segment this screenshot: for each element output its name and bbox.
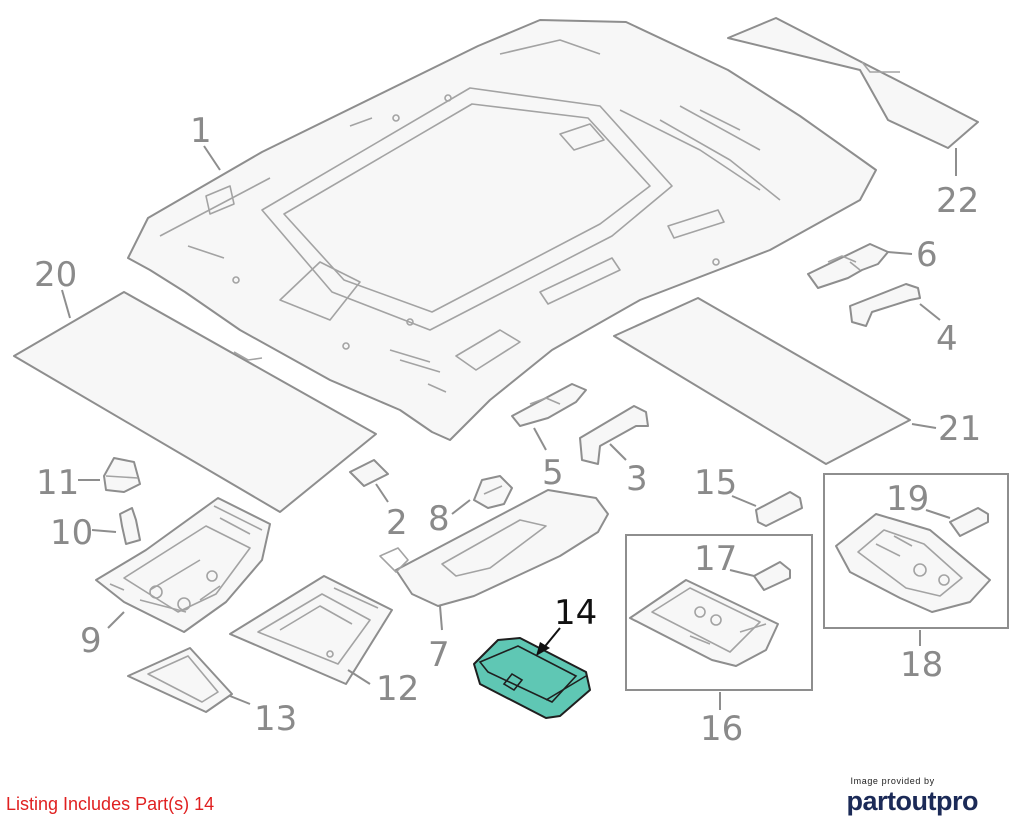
arrowhead-14 xyxy=(536,642,550,656)
callout-17: 17 xyxy=(694,539,737,579)
callout-20: 20 xyxy=(34,255,77,295)
part-7-sun-visor xyxy=(379,489,609,607)
callout-9: 9 xyxy=(80,621,102,661)
listing-includes-text: Listing Includes Part(s) 14 xyxy=(6,794,215,814)
callout-22: 22 xyxy=(936,181,979,221)
part-18-lamp-housing xyxy=(835,513,991,613)
part-5-bracket xyxy=(511,383,587,427)
callout-4: 4 xyxy=(936,319,958,359)
part-20-panel xyxy=(13,291,377,513)
part-21-panel xyxy=(613,297,911,465)
part-2-clip xyxy=(349,459,389,487)
part-1-headliner xyxy=(127,19,877,441)
callout-19: 19 xyxy=(886,479,929,519)
part-4-grab-handle xyxy=(849,283,921,327)
part-8-clip xyxy=(473,475,513,509)
callout-1: 1 xyxy=(190,111,212,151)
callout-7: 7 xyxy=(428,635,450,675)
image-credit: Image provided by partoutpro xyxy=(846,776,979,817)
callout-10: 10 xyxy=(50,513,93,553)
part-22-panel xyxy=(727,17,979,149)
part-13-cover xyxy=(127,647,233,713)
part-6-bracket xyxy=(807,243,889,289)
part-14-lamp-lens xyxy=(473,637,591,719)
part-9-console xyxy=(95,497,271,633)
part-16-lamp-housing xyxy=(629,579,779,667)
part-19-bulb xyxy=(949,507,989,537)
callout-11: 11 xyxy=(36,463,79,503)
part-3-grab-handle xyxy=(579,405,649,465)
callout-18: 18 xyxy=(900,645,943,685)
box-18 xyxy=(823,473,1009,629)
callout-16: 16 xyxy=(700,709,743,749)
callout-12: 12 xyxy=(376,669,419,709)
box-16 xyxy=(625,534,813,691)
callout-21: 21 xyxy=(938,409,981,449)
part-12-tray xyxy=(229,575,393,685)
callout-5: 5 xyxy=(542,453,564,493)
callout-6: 6 xyxy=(916,235,938,275)
credit-caption: Image provided by xyxy=(850,776,935,786)
part-17-bulb xyxy=(753,561,791,591)
part-10-bulb xyxy=(119,507,141,545)
callout-14: 14 xyxy=(554,593,597,633)
callout-13: 13 xyxy=(254,699,297,739)
part-11-cap xyxy=(103,457,141,493)
callout-3: 3 xyxy=(626,459,648,499)
part-15-bulb xyxy=(755,491,803,527)
callout-8: 8 xyxy=(428,499,450,539)
callout-2: 2 xyxy=(386,503,408,543)
callout-15: 15 xyxy=(694,463,737,503)
partoutpro-logo: partoutpro xyxy=(846,786,979,816)
